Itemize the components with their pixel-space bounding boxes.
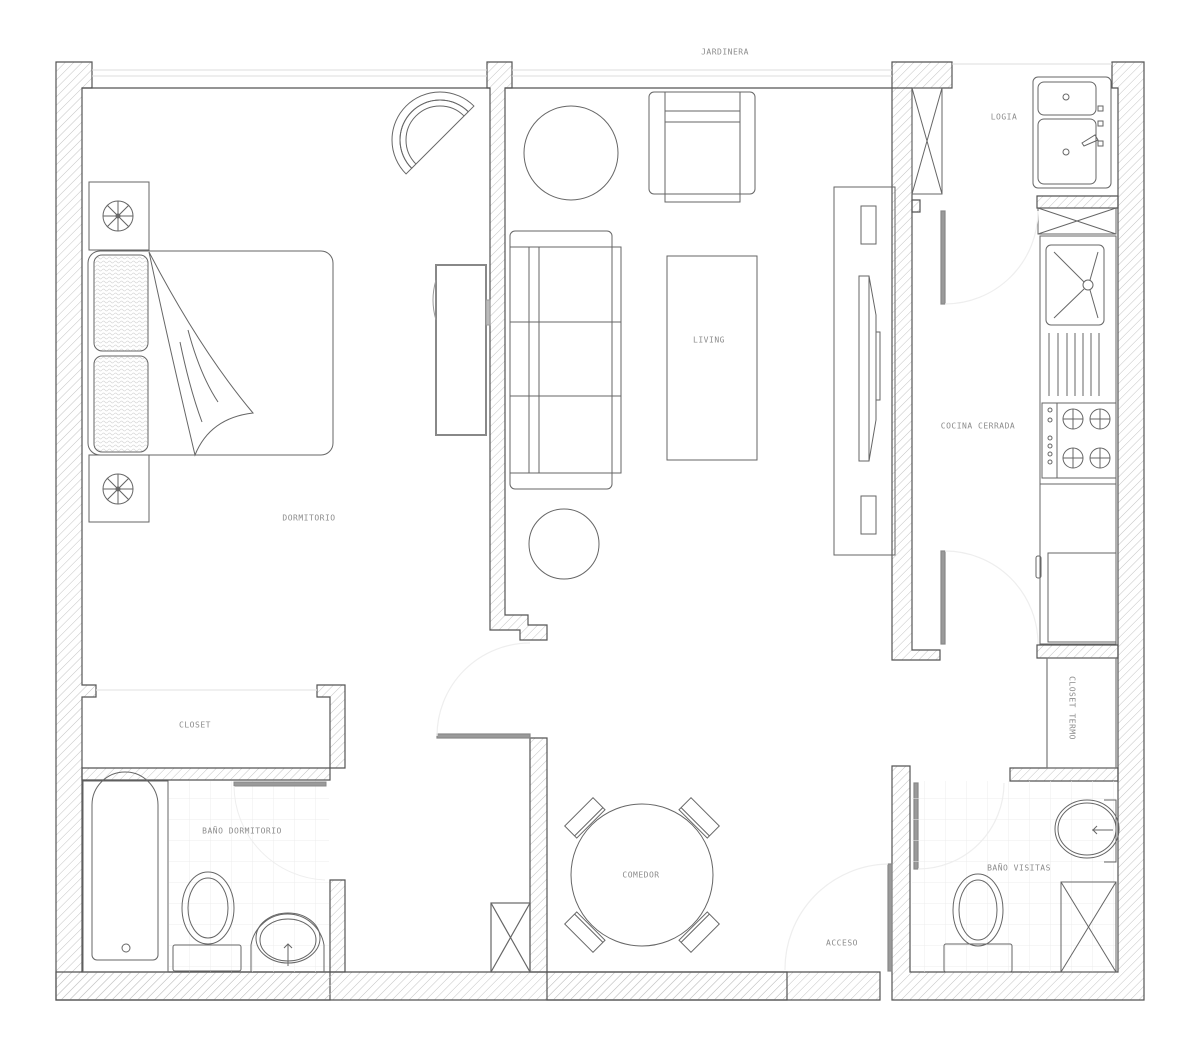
burner-icon — [1089, 408, 1111, 430]
shaft-x — [911, 87, 943, 195]
room-label-jardinera: JARDINERA — [701, 47, 749, 57]
nightstand-top — [88, 181, 150, 251]
lamp-icon — [102, 200, 134, 232]
burner-icon — [1062, 447, 1084, 469]
wall-acceso-stub[interactable] — [546, 971, 788, 1001]
side-table-round-bottom — [528, 508, 600, 580]
logia-fixtures — [911, 76, 1112, 195]
kitchen-sink — [1045, 244, 1105, 326]
room-label-dormitorio: DORMITORIO — [282, 513, 336, 523]
pillow-bottom — [93, 355, 149, 453]
chair-icon — [564, 797, 606, 839]
armchair — [648, 91, 756, 203]
washbasin-dormitorio — [250, 912, 325, 972]
toilet-visitas — [943, 873, 1013, 973]
jardinera-planter — [92, 63, 1112, 77]
wall-logia-kitchen — [1036, 195, 1119, 209]
room-label-bano-visitas: BAÑO VISITAS — [987, 863, 1051, 873]
room-label-closet: CLOSET — [179, 720, 211, 730]
wall-corridor — [529, 737, 548, 973]
room-label-comedor: COMEDOR — [622, 870, 660, 880]
bathtub — [82, 780, 169, 973]
washbasin-visitas — [1054, 799, 1120, 863]
refrigerator — [1035, 552, 1117, 643]
living-furniture — [509, 91, 896, 580]
room-label-logia: LOGIA — [990, 112, 1018, 122]
burner-icon — [1062, 408, 1084, 430]
wall-pillar-top-right — [891, 61, 953, 661]
tv-console — [833, 186, 896, 556]
closet-termo — [1046, 657, 1117, 769]
chair-icon — [678, 797, 720, 839]
doors — [436, 210, 1039, 972]
bedroom-furniture — [87, 91, 491, 523]
room-label-living: LIVING — [693, 335, 725, 345]
double-bed — [87, 250, 334, 456]
bano-visitas — [912, 781, 1120, 973]
chair-icon — [678, 911, 720, 953]
kitchen-fixtures — [1035, 207, 1117, 645]
dining-set — [564, 797, 720, 953]
drainboard — [1048, 333, 1100, 396]
bed-sheet-fold — [148, 251, 254, 457]
side-table-round-top — [523, 105, 619, 201]
acceso-door[interactable] — [887, 863, 893, 972]
shaft-x-corridor — [490, 902, 531, 973]
room-label-bano-dormitorio: BAÑO DORMITORIO — [202, 826, 282, 836]
wall-closet-bottom — [81, 684, 346, 781]
cooktop-4-burner — [1041, 402, 1117, 479]
wall-kitchen-bottom — [1036, 644, 1119, 659]
toilet-dormitorio — [172, 871, 242, 972]
shower-x — [1060, 881, 1117, 973]
room-label-closet-termo: CLOSET TERMO — [1067, 676, 1077, 740]
pillow-top — [93, 254, 149, 352]
laundry-double-sink — [1032, 76, 1112, 189]
walls — [55, 61, 1145, 1001]
round-dining-table — [570, 803, 714, 947]
cocina-door[interactable] — [940, 550, 946, 645]
bedroom-cabinet — [435, 264, 487, 436]
room-label-cocina-cerrada: COCINA CERRADA — [940, 421, 1016, 431]
logia-door[interactable] — [940, 210, 946, 305]
wall-kitchen-pillar — [911, 199, 921, 213]
bano-dormitorio — [82, 771, 329, 973]
room-label-acceso: ACCESO — [826, 938, 858, 948]
bano-dormitorio-sliding-door[interactable] — [233, 781, 327, 787]
chair-icon — [564, 911, 606, 953]
lamp-icon — [102, 473, 134, 505]
round-armchair — [391, 91, 475, 175]
wall-bano-visitas-top — [1009, 767, 1119, 782]
coffee-table — [666, 255, 758, 461]
wall-right — [891, 61, 1145, 1001]
wall-pillar-top-center — [486, 61, 548, 641]
sofa-3-seat — [509, 230, 622, 490]
burner-icon — [1089, 447, 1111, 469]
dormitorio-door[interactable] — [436, 733, 531, 739]
